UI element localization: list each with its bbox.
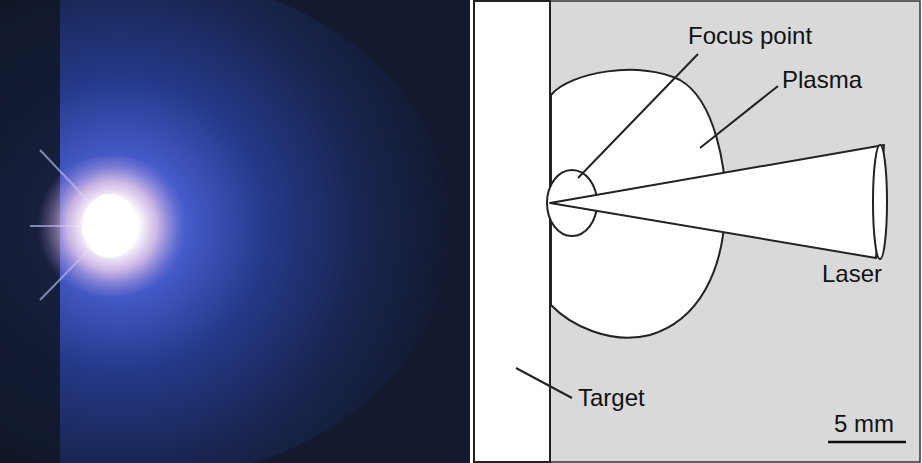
leader-lines xyxy=(516,54,778,398)
callout-label: Target xyxy=(578,384,645,412)
callout-label: Plasma xyxy=(782,66,862,94)
laser-cone xyxy=(550,145,884,258)
plasma-glow xyxy=(0,0,450,463)
callout-label: 5 mm xyxy=(834,410,894,438)
scale-bar xyxy=(828,441,906,444)
target-block xyxy=(474,1,550,462)
callout-label: Focus point xyxy=(688,22,812,50)
laser-beam-end xyxy=(873,145,887,259)
ambient-background xyxy=(550,1,920,462)
panel-frame xyxy=(470,0,922,463)
plasma-core xyxy=(32,156,192,296)
callout-label: Laser xyxy=(822,260,882,288)
plasma-hotspot xyxy=(82,194,138,258)
